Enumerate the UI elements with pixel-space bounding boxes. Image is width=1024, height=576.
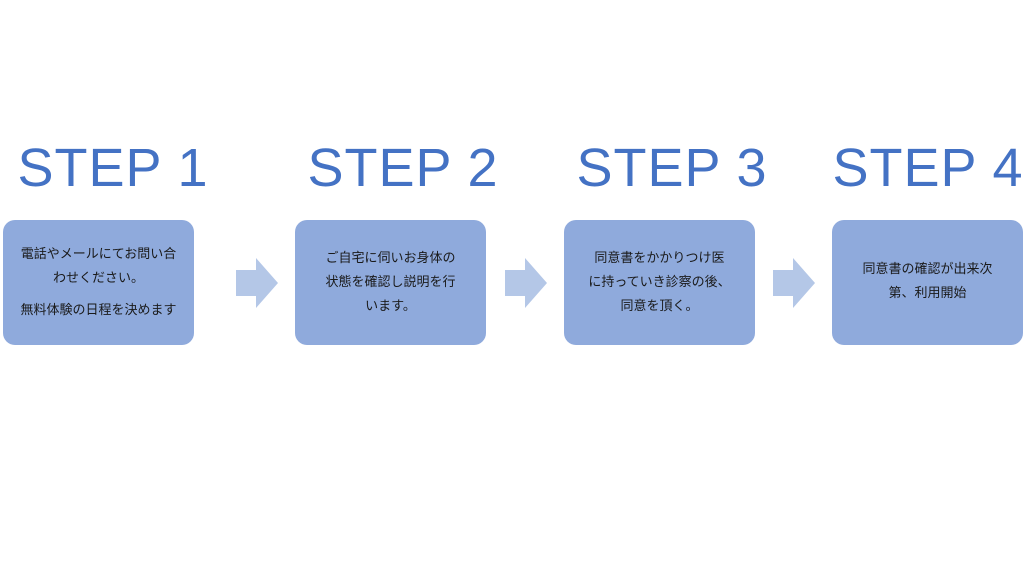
step-3-line-3: 同意を頂く。 (620, 298, 699, 314)
step-3-title: STEP 3 (576, 138, 768, 198)
step-3-box: 同意書をかかりつけ医 に持っていき診察の後、 同意を頂く。 (564, 220, 755, 345)
step-1-line-2: わせください。 (52, 270, 144, 286)
step-1-box: 電話やメールにてお問い合 わせください。 無料体験の日程を決めます (3, 220, 194, 345)
step-2-line-3: います。 (365, 298, 416, 314)
step-1-line-3: 無料体験の日程を決めます (20, 302, 177, 318)
step-4-title: STEP 4 (832, 138, 1024, 198)
step-2-line-1: ご自宅に伺いお身体の (325, 250, 456, 266)
step-1-line-1: 電話やメールにてお問い合 (20, 246, 177, 262)
step-4-box: 同意書の確認が出来次 第、利用開始 (832, 220, 1023, 345)
arrow-right-icon (773, 258, 815, 308)
step-4-line-2: 第、利用開始 (888, 286, 967, 301)
step-3-line-1: 同意書をかかりつけ医 (594, 250, 725, 266)
step-4-line-1: 同意書の確認が出来次 (862, 262, 993, 277)
arrow-right-icon (236, 258, 278, 308)
step-1-title: STEP 1 (17, 138, 209, 198)
step-2-box: ご自宅に伺いお身体の 状態を確認し説明を行 います。 (295, 220, 486, 345)
step-2-title: STEP 2 (307, 138, 499, 198)
arrow-right-icon (505, 258, 547, 308)
step-3-line-2: に持っていき診察の後、 (588, 274, 731, 290)
step-2-line-2: 状態を確認し説明を行 (325, 274, 456, 290)
